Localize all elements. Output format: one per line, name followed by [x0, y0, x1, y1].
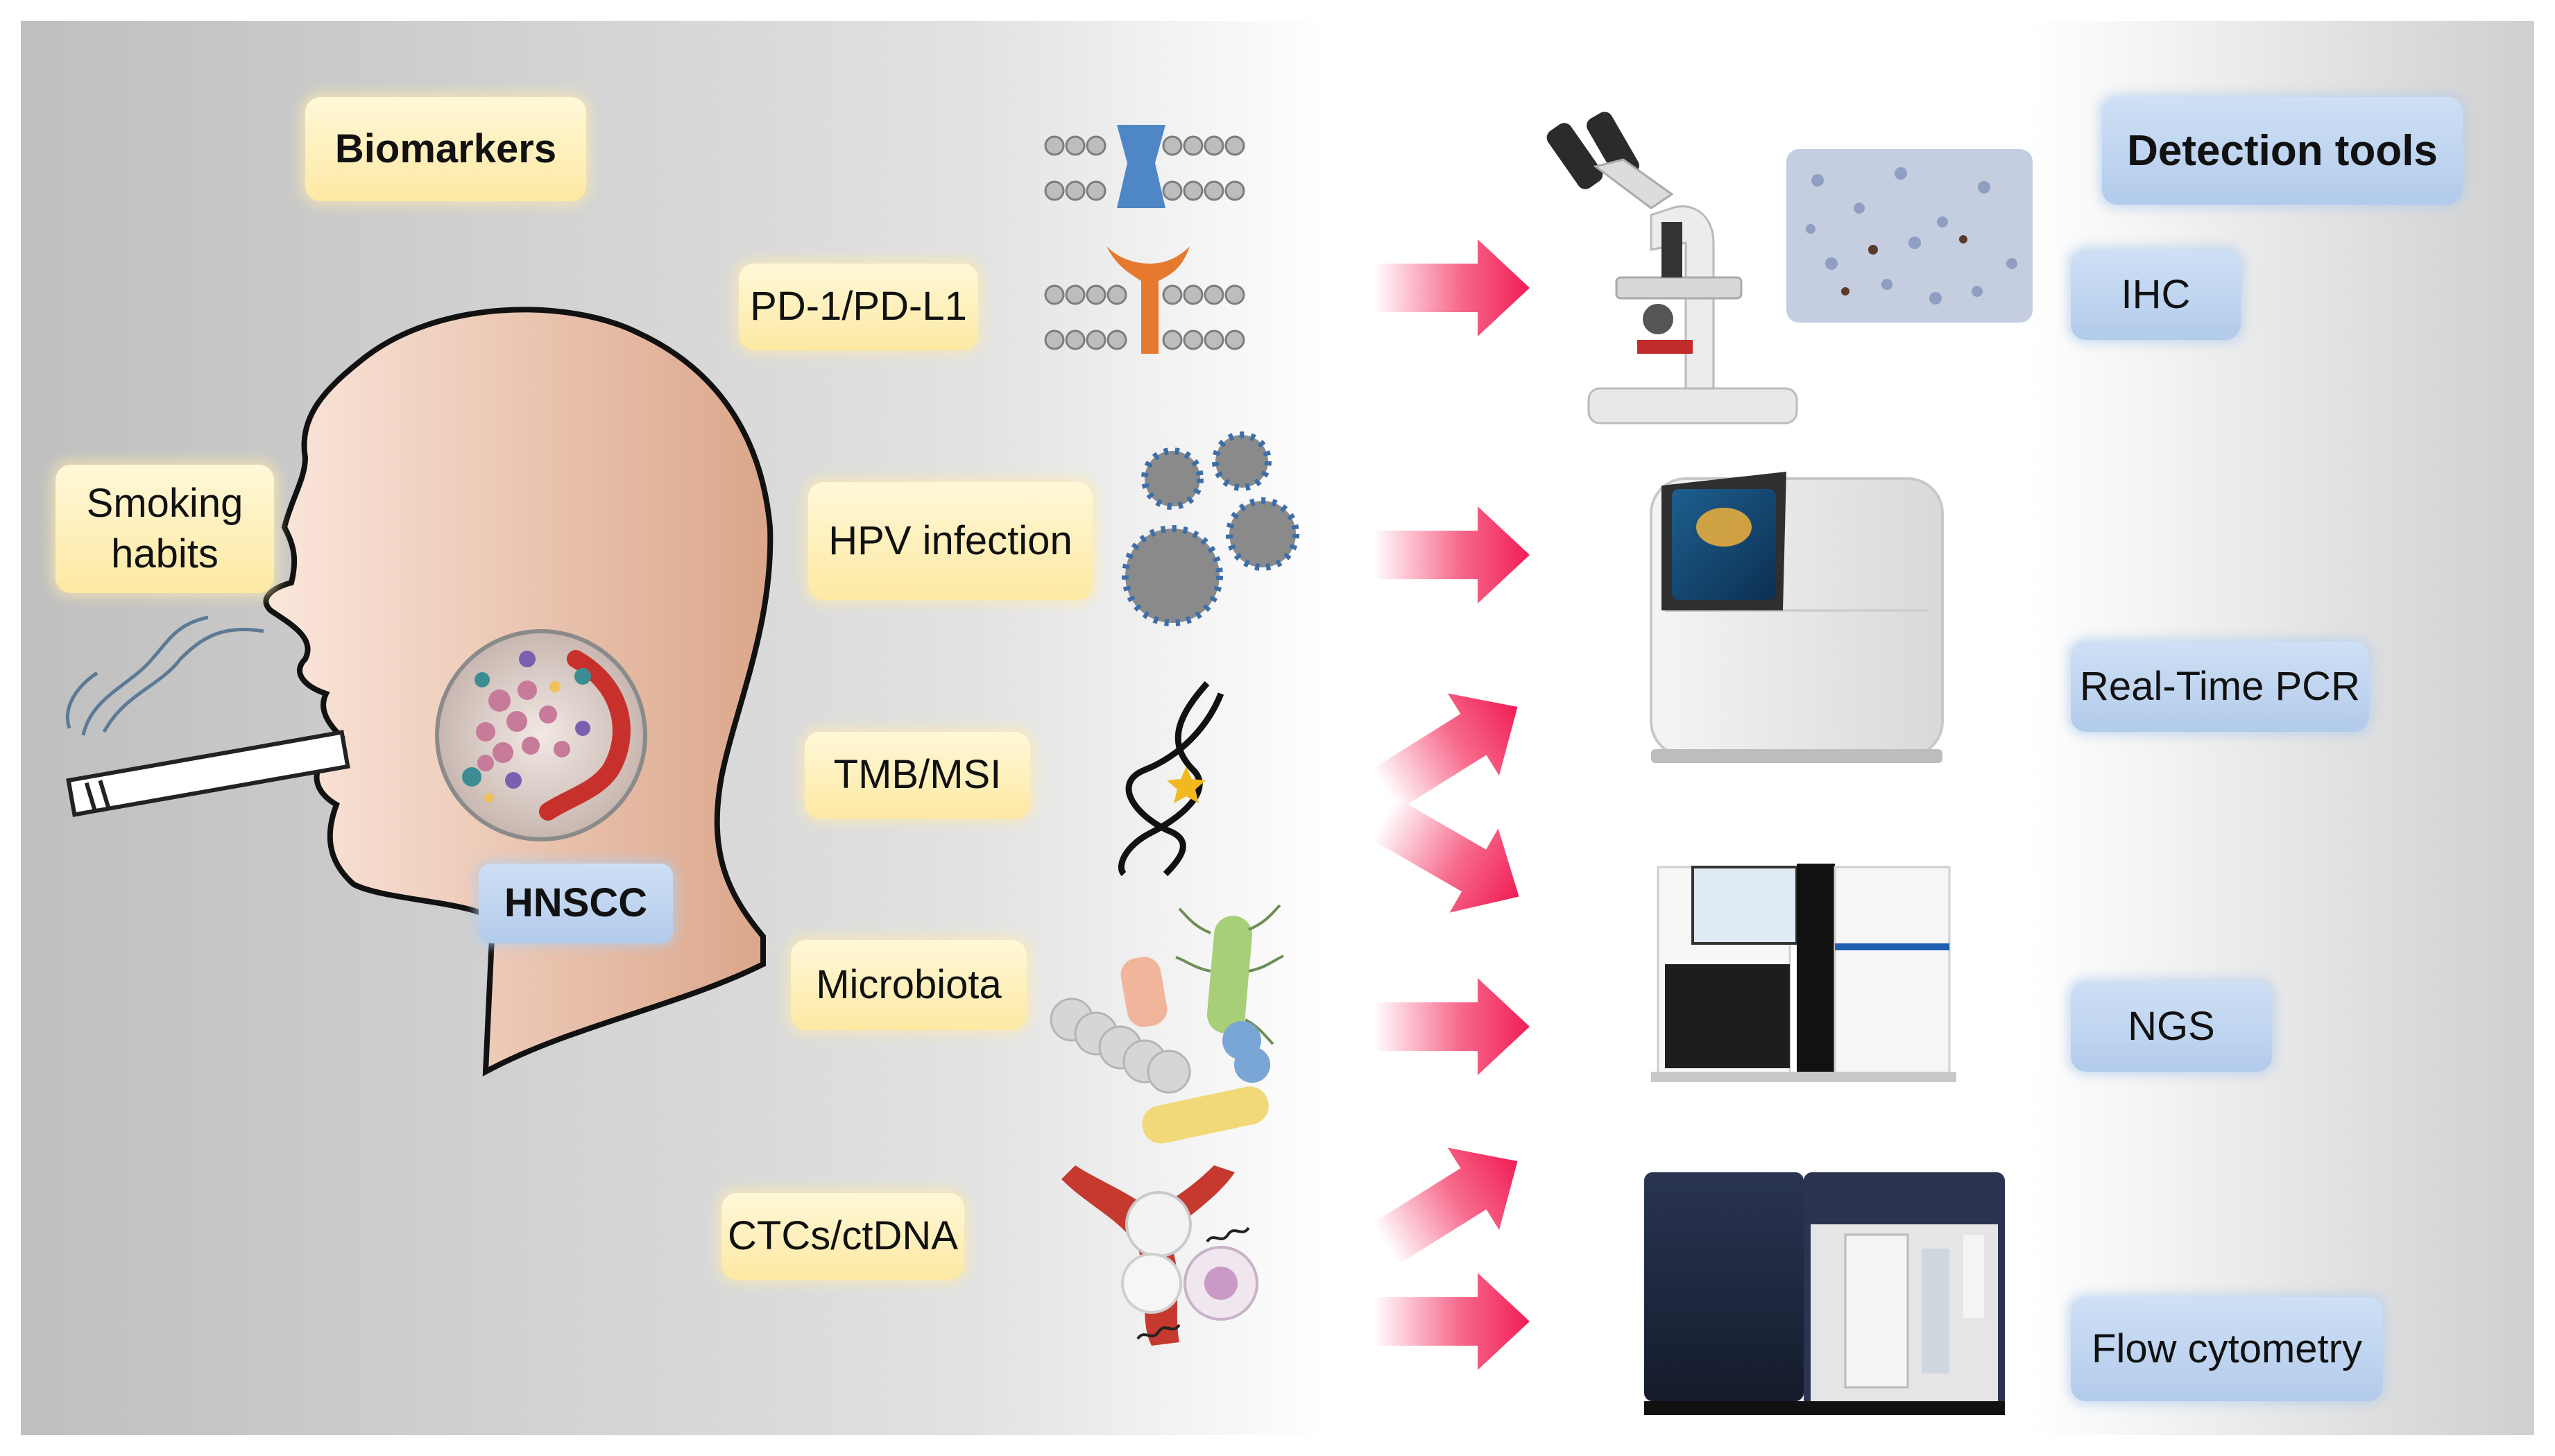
cigarette-icon [66, 730, 350, 817]
biomarker-label-hpv: HPV infection [808, 482, 1093, 600]
arrow-ctc-to-flow [1372, 1147, 1518, 1265]
biomarker-label-ctcs-ctdna: CTCs/ctDNA [721, 1193, 964, 1280]
arrow-pd1-to-ihc [1374, 239, 1530, 336]
bacteria-icon [1050, 904, 1284, 1144]
arrow-tmb-to-ngs [1372, 797, 1519, 913]
arrow-tmb-to-pcr [1372, 693, 1518, 810]
smoking-habits-label: Smoking habits [55, 465, 274, 593]
biomarker-label-tmb-msi: TMB/MSI [805, 732, 1030, 819]
microscope-icon [1546, 112, 1798, 425]
sequencer-icon [1651, 864, 1956, 1082]
arrow-hpv-to-pcr [1374, 506, 1530, 603]
smoking-habits-line-2: habits [111, 531, 219, 576]
tool-label-ihc: IHC [2071, 250, 2241, 340]
circulating-cells-icon [1061, 1165, 1258, 1346]
hnscc-label: HNSCC [479, 864, 673, 943]
biomarker-label-pd1-pdl1: PD-1/PD-L1 [739, 264, 978, 350]
tumor-microenvironment-icon [435, 629, 647, 841]
ihc-stain-image-icon [1786, 149, 2033, 323]
virus-particles-icon [1122, 431, 1299, 626]
flow-cytometer-icon [1644, 1172, 2005, 1415]
arrows [1372, 239, 1530, 1370]
biomarkers-heading: Biomarkers [305, 97, 586, 201]
tool-label-real-time-pcr: Real-Time PCR [2071, 642, 2369, 732]
arrow-ctc-to-flow-2 [1374, 1273, 1530, 1370]
detection-tools-heading: Detection tools [2102, 97, 2463, 205]
arrow-microbiota-to-ngs [1374, 978, 1530, 1075]
tool-label-ngs: NGS [2071, 982, 2272, 1072]
receptor-ligand-icon [1044, 125, 1245, 354]
biomarker-label-microbiota: Microbiota [791, 940, 1027, 1030]
mutation-star-icon [1167, 766, 1206, 803]
smoke-icon [65, 615, 264, 736]
tool-label-flow-cytometry: Flow cytometry [2071, 1297, 2383, 1401]
pcr-machine-icon [1650, 472, 1944, 763]
smoking-habits-line-1: Smoking [86, 481, 243, 526]
